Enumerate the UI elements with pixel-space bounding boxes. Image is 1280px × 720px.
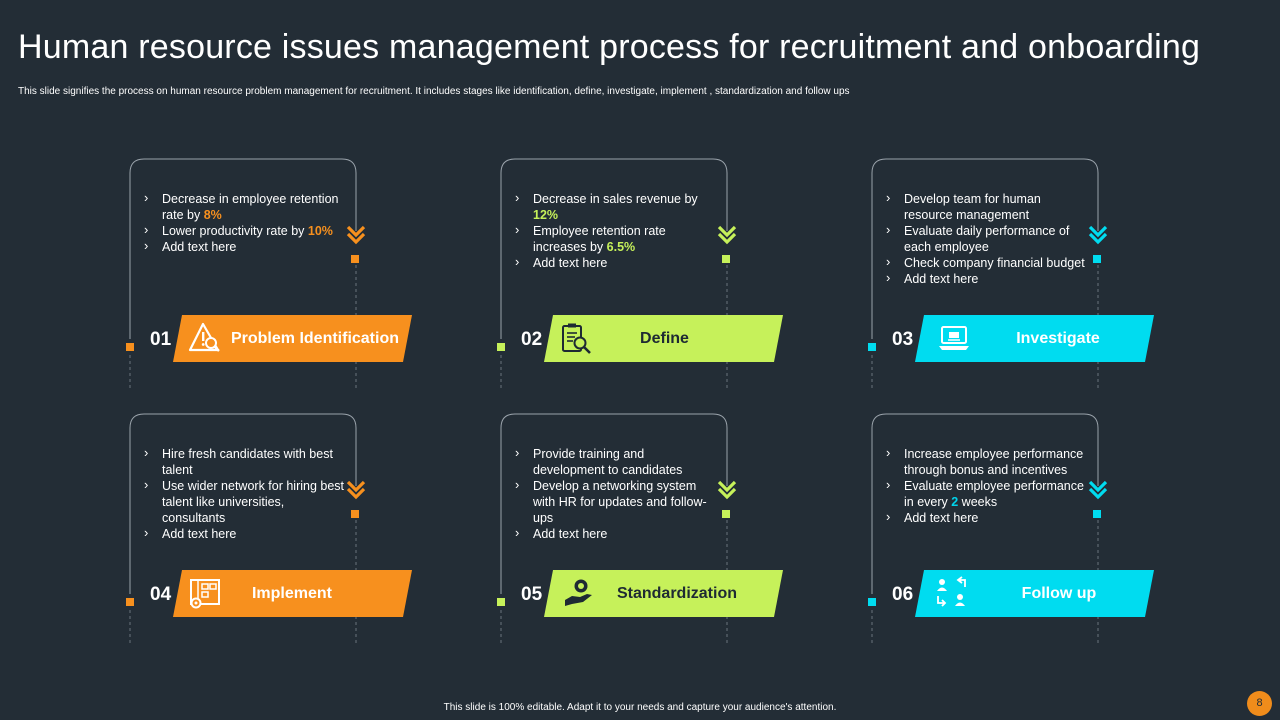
bullet-item: Develop a networking system with HR for …: [511, 477, 716, 526]
highlight-value: 2: [951, 495, 959, 509]
step-card-03: Develop team for human resource manageme…: [868, 158, 1172, 399]
marker-square: [1093, 255, 1101, 263]
step-card-05: Provide training and development to cand…: [497, 413, 801, 654]
bullet-text: Decrease in sales revenue by: [533, 192, 698, 206]
bullet-item: Evaluate employee performance in every 2…: [882, 477, 1087, 510]
marker-square: [868, 598, 876, 606]
laptop-icon: [937, 321, 971, 355]
bullet-item: Lower productivity rate by 10%: [140, 222, 345, 239]
bullet-text: Add text here: [533, 256, 608, 270]
marker-square: [497, 343, 505, 351]
highlight-value: 6.5%: [606, 240, 636, 254]
page-subtitle: This slide signifies the process on huma…: [18, 86, 850, 97]
marker-square: [351, 510, 359, 518]
bullet-list: Decrease in sales revenue by 12%Employee…: [511, 190, 716, 271]
step-label: Follow up: [1021, 585, 1097, 602]
bullet-item: Add text here: [882, 509, 1087, 526]
bullet-text: Decrease in employee retention rate by: [162, 192, 339, 222]
step-card-02: Decrease in sales revenue by 12%Employee…: [497, 158, 801, 399]
step-number: 03: [892, 329, 914, 350]
marker-square: [126, 343, 134, 351]
bullet-item: Provide training and development to cand…: [511, 445, 716, 478]
step-number: 02: [521, 329, 543, 350]
highlight-value: 8%: [203, 208, 222, 222]
page-number: 8: [1247, 691, 1272, 716]
bullet-item: Add text here: [140, 238, 345, 255]
bullet-text: weeks: [958, 495, 998, 509]
bullet-text: Provide training and development to cand…: [533, 447, 683, 477]
marker-square: [868, 343, 876, 351]
bullet-list: Decrease in employee retention rate by 8…: [140, 190, 345, 255]
marker-square: [722, 255, 730, 263]
step-card-01: Decrease in employee retention rate by 8…: [126, 158, 430, 399]
step-number: 04: [150, 584, 172, 605]
blueprint-gear-icon: [188, 576, 222, 610]
step-label: Define: [640, 330, 689, 347]
bullet-item: Add text here: [511, 525, 716, 542]
step-number: 06: [892, 584, 914, 605]
bullet-item: Employee retention rate increases by 6.5…: [511, 222, 716, 255]
bullet-item: Add text here: [511, 254, 716, 271]
step-banner: [915, 570, 1154, 617]
bullet-item: Develop team for human resource manageme…: [882, 190, 1087, 223]
bullet-list: Provide training and development to cand…: [511, 445, 716, 542]
marker-square: [126, 598, 134, 606]
bullet-item: Evaluate daily performance of each emplo…: [882, 222, 1087, 255]
step-banner: [173, 570, 412, 617]
bullet-text: Develop team for human resource manageme…: [904, 192, 1041, 222]
marker-square: [351, 255, 359, 263]
bullet-text: Add text here: [904, 272, 979, 286]
bullet-list: Develop team for human resource manageme…: [882, 190, 1087, 287]
bullet-text: Evaluate employee performance in every: [904, 479, 1084, 509]
bullet-text: Employee retention rate increases by: [533, 224, 666, 254]
step-number: 05: [521, 584, 543, 605]
highlight-value: 10%: [307, 224, 333, 238]
step-banner: [544, 570, 783, 617]
bullet-text: Add text here: [904, 511, 979, 525]
step-card-04: Hire fresh candidates with best talentUs…: [126, 413, 430, 654]
bullet-item: Increase employee performance through bo…: [882, 445, 1087, 478]
people-exchange-icon: [934, 576, 968, 610]
bullet-item: Hire fresh candidates with best talent: [140, 445, 345, 478]
connector-frame: [871, 158, 1108, 391]
clipboard-magnifier-icon: [559, 321, 593, 355]
bullet-item: Add text here: [882, 270, 1087, 287]
bullet-item: Decrease in employee retention rate by 8…: [140, 190, 345, 223]
bullet-item: Add text here: [140, 525, 345, 542]
bullet-text: Lower productivity rate by: [162, 224, 308, 238]
bullet-text: Add text here: [533, 527, 608, 541]
bullet-text: Use wider network for hiring best talent…: [162, 479, 345, 525]
step-label: Investigate: [1016, 330, 1100, 347]
marker-square: [497, 598, 505, 606]
bullet-item: Decrease in sales revenue by 12%: [511, 190, 716, 223]
bullet-text: Increase employee performance through bo…: [904, 447, 1084, 477]
footer-note: This slide is 100% editable. Adapt it to…: [443, 702, 837, 713]
step-label: Standardization: [616, 585, 737, 602]
bullet-text: Evaluate daily performance of each emplo…: [904, 224, 1070, 254]
bullet-list: Increase employee performance through bo…: [882, 445, 1087, 526]
warning-search-icon: [188, 321, 222, 355]
page-title: Human resource issues management process…: [18, 28, 1201, 66]
step-number: 01: [150, 329, 172, 350]
step-label: Problem Identification: [230, 330, 399, 347]
bullet-text: Develop a networking system with HR for …: [533, 479, 707, 525]
hand-badge-icon: [563, 576, 597, 610]
bullet-text: Add text here: [162, 240, 237, 254]
bullet-text: Check company financial budget: [904, 256, 1085, 270]
step-card-06: Increase employee performance through bo…: [868, 413, 1172, 654]
step-banner: [915, 315, 1154, 362]
marker-square: [1093, 510, 1101, 518]
step-label: Implement: [251, 585, 332, 602]
bullet-item: Check company financial budget: [882, 254, 1087, 271]
highlight-value: 12%: [533, 208, 559, 222]
bullet-list: Hire fresh candidates with best talentUs…: [140, 445, 345, 542]
bullet-text: Add text here: [162, 527, 237, 541]
bullet-item: Use wider network for hiring best talent…: [140, 477, 345, 526]
bullet-text: Hire fresh candidates with best talent: [162, 447, 333, 477]
marker-square: [722, 510, 730, 518]
